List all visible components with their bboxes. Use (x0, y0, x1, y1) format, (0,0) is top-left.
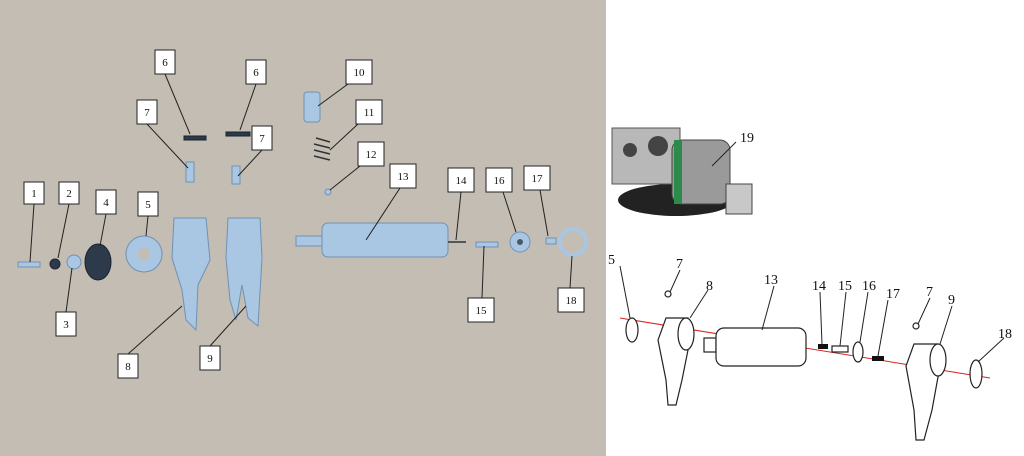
callout-12: 12 (357, 141, 385, 167)
part-7-pin-right (231, 165, 241, 185)
drawing-label-16: 16 (862, 279, 876, 294)
actuator-19 (611, 127, 753, 216)
svg-text:10: 10 (354, 67, 366, 79)
part-6-pin-left (183, 135, 207, 141)
callout-17: 17 (523, 165, 551, 191)
callout-9: 9 (199, 345, 221, 371)
line-drawing-panel: 19 5 7 8 13 14 15 16 17 7 9 18 (606, 0, 1024, 456)
photo-panel: 1 2 3 4 5 6 6 7 7 8 9 10 11 12 13 14 15 … (0, 0, 606, 456)
drawing-label-9: 9 (948, 293, 955, 308)
drawing-part-18 (969, 359, 983, 389)
part-9-fork (225, 217, 263, 327)
callout-1: 1 (23, 181, 45, 205)
part-17-pin (545, 237, 557, 245)
drawing-label-13: 13 (764, 273, 778, 288)
part-7-pin-left (185, 161, 195, 183)
callout-6-right: 6 (245, 59, 267, 85)
svg-text:11: 11 (364, 107, 375, 119)
callout-5: 5 (137, 191, 159, 217)
drawing-label-5: 5 (608, 253, 615, 268)
svg-text:9: 9 (207, 353, 213, 365)
callout-4: 4 (95, 189, 117, 215)
drawing-part-7-left (664, 290, 672, 298)
callout-8: 8 (117, 353, 139, 379)
drawing-label-8: 8 (706, 279, 713, 294)
part-8-fork (171, 217, 211, 332)
drawing-part-13 (715, 327, 807, 367)
callout-7-right: 7 (251, 125, 273, 151)
part-2-nut (49, 258, 61, 270)
label-19: 19 (740, 131, 754, 146)
svg-text:6: 6 (162, 57, 168, 69)
callout-3: 3 (55, 311, 77, 337)
callout-10: 10 (345, 59, 373, 85)
svg-text:1: 1 (31, 188, 37, 200)
svg-text:2: 2 (66, 188, 72, 200)
svg-text:15: 15 (476, 305, 488, 317)
callout-16: 16 (485, 167, 513, 193)
drawing-label-14: 14 (812, 279, 826, 294)
drawing-label-7-left: 7 (676, 257, 683, 272)
svg-text:7: 7 (144, 107, 150, 119)
svg-text:16: 16 (494, 175, 506, 187)
part-15-pin (475, 241, 499, 248)
callout-6-left: 6 (154, 49, 176, 75)
drawing-label-15: 15 (838, 279, 852, 294)
part-11-spring (313, 137, 331, 161)
callout-18: 18 (557, 287, 585, 313)
part-4-gear (84, 243, 112, 281)
drawing-label-18: 18 (998, 327, 1012, 342)
callout-13: 13 (389, 163, 417, 189)
callout-15: 15 (467, 297, 495, 323)
drawing-part-5 (625, 317, 639, 343)
part-18-ring (558, 227, 588, 257)
drawing-part-15 (831, 345, 849, 353)
drawing-part-14 (818, 344, 828, 349)
svg-text:3: 3 (63, 319, 69, 331)
part-3-washer (66, 254, 82, 270)
svg-text:18: 18 (566, 295, 578, 307)
drawing-label-7-right: 7 (926, 285, 933, 300)
part-10-plunger (303, 91, 321, 123)
drawing-label-17: 17 (886, 287, 900, 302)
svg-text:8: 8 (125, 361, 131, 373)
svg-text:5: 5 (145, 199, 151, 211)
callout-2: 2 (58, 181, 80, 205)
svg-text:13: 13 (398, 171, 410, 183)
callout-14: 14 (447, 167, 475, 193)
drawing-part-7-right (912, 322, 920, 330)
part-12-ball (324, 188, 332, 196)
svg-text:4: 4 (103, 197, 109, 209)
svg-text:14: 14 (456, 175, 468, 187)
drawing-part-16 (852, 341, 864, 363)
part-13-shaft (321, 222, 449, 258)
svg-text:12: 12 (366, 149, 377, 161)
svg-text:17: 17 (532, 173, 544, 185)
svg-text:7: 7 (259, 133, 265, 145)
part-6-pin-right (225, 131, 251, 137)
callout-7-left: 7 (136, 99, 158, 125)
svg-text:6: 6 (253, 67, 259, 79)
part-14-pin (448, 241, 466, 243)
drawing-part-17 (872, 356, 884, 361)
exploded-photo: 1 2 3 4 5 6 6 7 7 8 9 10 11 12 13 14 15 … (17, 49, 588, 379)
exploded-drawing: 19 5 7 8 13 14 15 16 17 7 9 18 (608, 127, 1012, 441)
callout-11: 11 (355, 99, 383, 125)
part-1-bolt (17, 261, 41, 268)
